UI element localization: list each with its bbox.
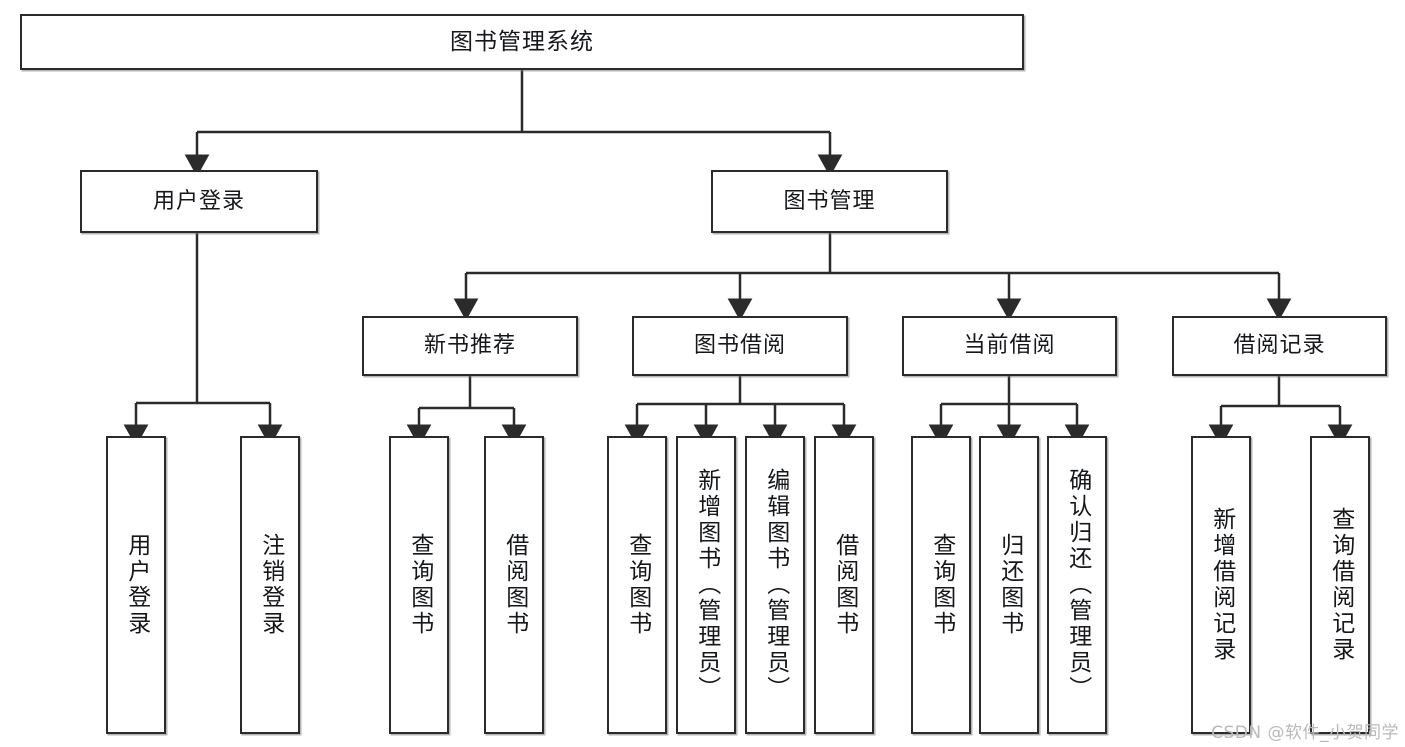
leaf-borrow-add-book-admin[interactable]: 新增图书（管理员） xyxy=(676,436,736,734)
leaf-label: 查询图书 xyxy=(624,533,651,637)
leaf-recommend-query-book[interactable]: 查询图书 xyxy=(389,436,449,734)
leaf-record-query-borrow-record[interactable]: 查询借阅记录 xyxy=(1310,436,1370,734)
leaf-borrow-query-book[interactable]: 查询图书 xyxy=(607,436,667,734)
leaf-user-login-logout[interactable]: 注销登录 xyxy=(240,436,300,734)
node-root-book-management-system[interactable]: 图书管理系统 xyxy=(20,14,1024,70)
node-user-login[interactable]: 用户登录 xyxy=(80,170,318,233)
node-new-book-recommend[interactable]: 新书推荐 xyxy=(362,316,578,376)
leaf-label: 确认归还（管理员） xyxy=(1064,468,1091,702)
leaf-label: 查询图书 xyxy=(928,533,955,637)
leaf-label: 借阅图书 xyxy=(501,533,528,637)
node-borrow-record[interactable]: 借阅记录 xyxy=(1172,316,1387,376)
leaf-recommend-borrow-book[interactable]: 借阅图书 xyxy=(484,436,544,734)
leaf-record-add-borrow-record[interactable]: 新增借阅记录 xyxy=(1191,436,1251,734)
leaf-current-query-book[interactable]: 查询图书 xyxy=(911,436,971,734)
leaf-borrow-borrow-book[interactable]: 借阅图书 xyxy=(814,436,874,734)
leaf-label: 归还图书 xyxy=(996,533,1023,637)
leaf-label: 编辑图书（管理员） xyxy=(762,468,789,702)
leaf-label: 新增图书（管理员） xyxy=(693,468,720,702)
leaf-borrow-edit-book-admin[interactable]: 编辑图书（管理员） xyxy=(745,436,805,734)
leaf-label: 注销登录 xyxy=(257,533,284,637)
leaf-label: 用户登录 xyxy=(123,533,150,637)
node-book-management[interactable]: 图书管理 xyxy=(711,170,948,233)
leaf-label: 查询图书 xyxy=(406,533,433,637)
leaf-user-login-login[interactable]: 用户登录 xyxy=(106,436,166,734)
leaf-label: 查询借阅记录 xyxy=(1327,507,1354,663)
watermark-text: CSDN @软件_小贺同学 xyxy=(1211,723,1399,743)
node-current-borrow[interactable]: 当前借阅 xyxy=(902,316,1117,376)
leaf-current-return-book[interactable]: 归还图书 xyxy=(979,436,1039,734)
leaf-label: 借阅图书 xyxy=(831,533,858,637)
leaf-label: 新增借阅记录 xyxy=(1208,507,1235,663)
node-book-borrow[interactable]: 图书借阅 xyxy=(632,316,848,376)
leaf-current-confirm-return-admin[interactable]: 确认归还（管理员） xyxy=(1047,436,1107,734)
